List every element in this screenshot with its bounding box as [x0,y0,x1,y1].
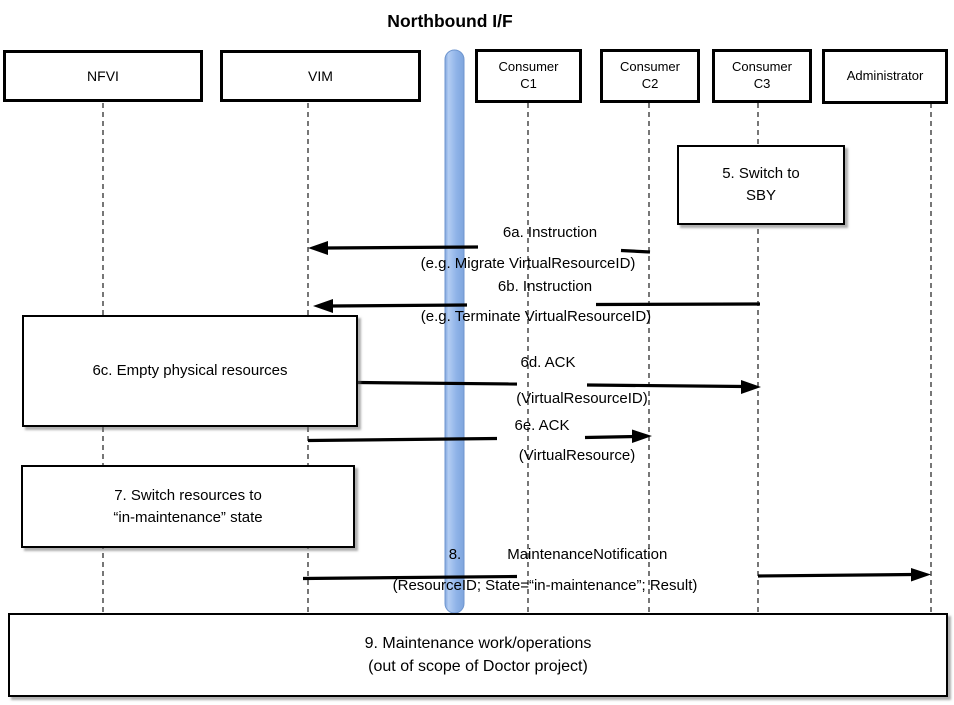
step5-line2: SBY [745,187,776,204]
arrow-6b-instruction [313,299,761,313]
step5-line1: 5. Switch to [722,165,800,183]
actor-c2-label-line1: Consumer [620,59,680,75]
arrow-8-maintenance-notification [302,568,931,582]
message-8-number: 8. [448,546,462,563]
actor-c2-label-line2: C2 [641,76,659,91]
actor-vim: VIM [220,50,421,102]
message-6e-title: 6e. ACK [514,417,570,434]
arrow-6a-instruction [308,241,651,255]
process-box-step7-switch-resources: 7. Switch resources to “in-maintenance” … [21,465,355,548]
arrowhead-6e [632,429,652,443]
process-box-step5-switch-to-sby: 5. Switch to SBY [677,145,845,225]
actor-c3-label-line2: C3 [753,76,771,91]
arrow-6d-ack [357,380,761,394]
actor-administrator: Administrator [822,49,948,104]
step9-line2: (out of scope of Doctor project) [368,658,588,675]
actor-consumer-c1: Consumer C1 [475,49,582,103]
process-box-step6c-empty-physical-resources: 6c. Empty physical resources [22,315,358,427]
message-8-title: MaintenanceNotification [507,546,668,563]
message-8-detail: (ResourceID; State=“in-maintenance”; Res… [392,577,698,594]
message-6a-title: 6a. Instruction [502,224,598,241]
arrowhead-6b [313,299,333,313]
arrow-6e-ack [307,429,652,443]
message-8-title-row: 8. MaintenanceNotification [449,546,668,564]
message-6d-title: 6d. ACK [520,354,576,371]
message-arrows [302,241,931,582]
message-6b-detail: (e.g. Terminate VirtualResourceID) [420,308,652,325]
actor-c1-label-line1: Consumer [498,59,559,75]
actor-vim-label: VIM [308,67,333,84]
step9-line1: 9. Maintenance work/operations [364,634,592,652]
step7-line2: “in-maintenance” state [113,508,263,526]
message-6d-detail: (VirtualResourceID) [516,390,648,407]
actor-c1-label-line2: C1 [520,76,537,91]
diagram-title: Northbound I/F [387,11,513,31]
actor-consumer-c2: Consumer C2 [600,49,700,103]
actor-consumer-c3: Consumer C3 [712,49,812,103]
northbound-if-bar [444,49,465,614]
message-6b-title: 6b. Instruction [497,278,593,295]
message-6e-detail: (VirtualResource) [518,447,636,464]
arrowhead-8 [911,568,931,582]
step6c-line1: 6c. Empty physical resources [92,362,288,380]
actor-nfvi-label: NFVI [87,67,119,84]
actor-nfvi: NFVI [3,50,203,102]
actor-c3-label-line1: Consumer [732,59,792,75]
arrowhead-6a [308,241,328,255]
step7-line1: 7. Switch resources to [114,486,262,504]
actor-administrator-label: Administrator [846,68,924,84]
process-box-step9-maintenance-work: 9. Maintenance work/operations (out of s… [8,613,948,697]
message-6a-detail: (e.g. Migrate VirtualResourceID) [420,255,636,272]
arrowhead-6d [741,380,761,394]
